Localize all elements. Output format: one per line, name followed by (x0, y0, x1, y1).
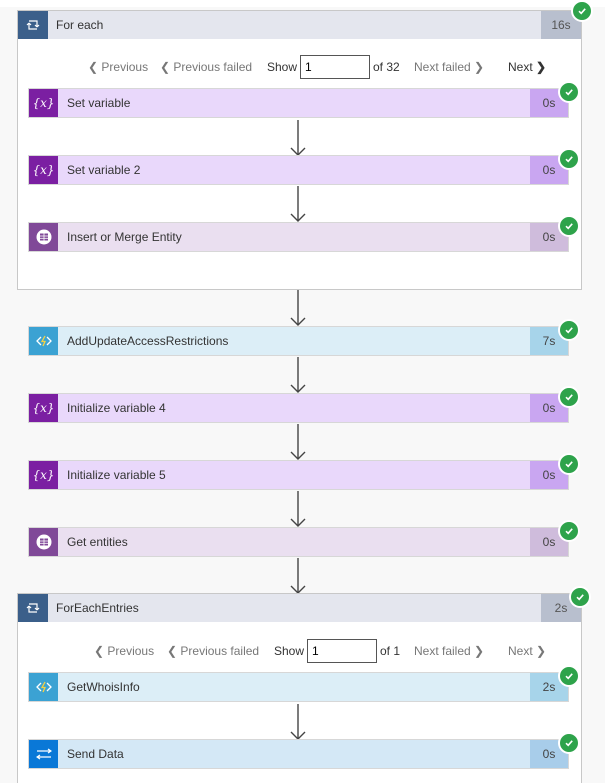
flow-arrow-icon (289, 423, 307, 461)
chevron-left-icon: ❮ (167, 644, 181, 658)
variable-icon: {x} (29, 394, 58, 422)
foreach-entries-header[interactable]: ForEachEntries 2s (18, 594, 581, 622)
foreach-entries-title: ForEachEntries (56, 601, 139, 615)
success-check-icon (558, 665, 580, 687)
foreach-duration: 16s (541, 11, 581, 39)
flow-arrow-icon (289, 557, 307, 595)
foreach-entries-pager: ❮ Previous ❮ Previous failed Show of 1 N… (18, 636, 581, 666)
action-initialize-variable-4[interactable]: {x} Initialize variable 4 0s (28, 393, 569, 423)
table-storage-icon (29, 528, 58, 556)
action-label: Set variable 2 (67, 163, 141, 177)
top-strip (0, 0, 605, 7)
iteration-input[interactable] (300, 55, 370, 79)
action-label: Set variable (67, 96, 131, 110)
flow-arrow-icon (289, 289, 307, 327)
chevron-right-icon: ❯ (532, 60, 547, 74)
action-label: GetWhoisInfo (67, 680, 140, 694)
success-check-icon (569, 586, 591, 608)
foreach-pager: ❮ Previous ❮ Previous failed Show of 32 … (18, 52, 581, 82)
flow-arrow-icon (289, 185, 307, 223)
success-check-icon (571, 0, 593, 22)
action-add-update-access-restrictions[interactable]: AddUpdateAccessRestrictions 7s (28, 326, 569, 356)
chevron-right-icon: ❯ (532, 644, 547, 658)
show-label: Show (267, 60, 298, 74)
action-label: Get entities (67, 535, 128, 549)
iteration-count: of 32 (373, 60, 400, 74)
action-duration: 0s (530, 740, 568, 768)
success-check-icon (558, 81, 580, 103)
next-button[interactable]: Next ❯ (508, 60, 547, 74)
flow-arrow-icon (289, 703, 307, 741)
action-label: Initialize variable 4 (67, 401, 166, 415)
variable-icon: {x} (29, 461, 58, 489)
chevron-right-icon: ❯ (470, 60, 485, 74)
flow-arrow-icon (289, 490, 307, 528)
action-label: Insert or Merge Entity (67, 230, 182, 244)
flow-arrow-icon (289, 119, 307, 157)
foreach-header[interactable]: For each 16s (18, 11, 581, 39)
loop-icon (18, 11, 48, 39)
table-storage-icon (29, 223, 58, 251)
action-get-entities[interactable]: Get entities 0s (28, 527, 569, 557)
iteration-input[interactable] (307, 639, 377, 663)
foreach-title: For each (56, 18, 104, 32)
function-icon (29, 673, 58, 701)
success-check-icon (558, 520, 580, 542)
show-label: Show (274, 644, 305, 658)
previous-button[interactable]: ❮ Previous (94, 644, 155, 658)
chevron-left-icon: ❮ (88, 60, 102, 74)
action-get-whois-info[interactable]: GetWhoisInfo 2s (28, 672, 569, 702)
success-check-icon (558, 148, 580, 170)
success-check-icon (558, 386, 580, 408)
variable-icon: {x} (29, 89, 58, 117)
chevron-left-icon: ❮ (160, 60, 174, 74)
action-send-data[interactable]: Send Data 0s (28, 739, 569, 769)
success-check-icon (558, 215, 580, 237)
function-icon (29, 327, 58, 355)
action-insert-merge-entity[interactable]: Insert or Merge Entity 0s (28, 222, 569, 252)
action-set-variable-2[interactable]: {x} Set variable 2 0s (28, 155, 569, 185)
loop-icon (18, 594, 48, 622)
chevron-left-icon: ❮ (94, 644, 108, 658)
previous-failed-button[interactable]: ❮ Previous failed (167, 644, 260, 658)
send-data-icon (29, 740, 58, 768)
flow-arrow-icon (289, 356, 307, 394)
next-button[interactable]: Next ❯ (508, 644, 547, 658)
next-failed-button[interactable]: Next failed ❯ (414, 644, 485, 658)
next-failed-button[interactable]: Next failed ❯ (414, 60, 485, 74)
action-duration: 2s (530, 673, 568, 701)
success-check-icon (558, 453, 580, 475)
action-label: AddUpdateAccessRestrictions (67, 334, 229, 348)
action-label: Send Data (67, 747, 124, 761)
iteration-count: of 1 (380, 644, 401, 658)
variable-icon: {x} (29, 156, 58, 184)
action-label: Initialize variable 5 (67, 468, 166, 482)
action-set-variable[interactable]: {x} Set variable 0s (28, 88, 569, 118)
chevron-right-icon: ❯ (470, 644, 485, 658)
success-check-icon (558, 732, 580, 754)
action-initialize-variable-5[interactable]: {x} Initialize variable 5 0s (28, 460, 569, 490)
success-check-icon (558, 319, 580, 341)
previous-button[interactable]: ❮ Previous (88, 60, 149, 74)
previous-failed-button[interactable]: ❮ Previous failed (160, 60, 253, 74)
